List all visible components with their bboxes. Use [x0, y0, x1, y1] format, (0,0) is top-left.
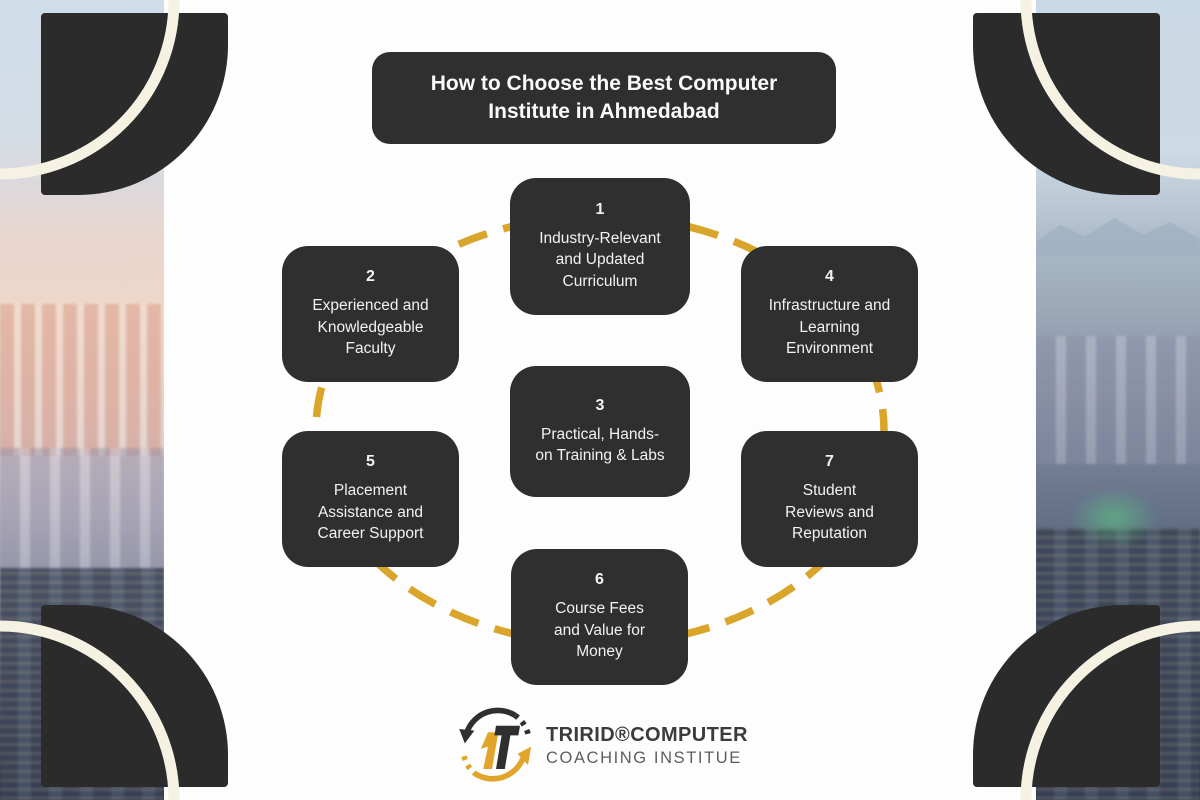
title-banner: How to Choose the Best Computer Institut… [372, 52, 836, 144]
step-card-4: 4 Infrastructure and Learning Environmen… [741, 246, 918, 382]
page-title: How to Choose the Best Computer Institut… [430, 71, 778, 123]
step-label: Student Reviews and Reputation [785, 482, 874, 543]
step-number: 5 [366, 453, 375, 471]
tririd-logo-icon [459, 707, 532, 782]
step-label: Industry-Relevant and Updated Curriculum [539, 229, 661, 290]
city-buildings-decor [0, 448, 164, 584]
step-card-6: 6 Course Fees and Value for Money [511, 549, 688, 685]
step-number: 6 [595, 571, 604, 589]
step-card-3: 3 Practical, Hands-on Training & Labs [510, 366, 690, 497]
logo-subtitle: COACHING INSTITUE [546, 749, 742, 767]
city-buildings-decor [0, 304, 164, 456]
step-number: 7 [825, 453, 834, 471]
step-number: 1 [595, 200, 605, 218]
step-number: 3 [595, 396, 605, 414]
step-label: Infrastructure and Learning Environment [768, 297, 891, 358]
step-label: Placement Assistance and Career Support [317, 482, 424, 543]
green-light-decor [1068, 488, 1159, 548]
step-card-2: 2 Experienced and Knowledgeable Faculty [282, 246, 459, 382]
logo-brand-name: TRIRID®COMPUTER [546, 724, 748, 746]
step-label: Practical, Hands-on Training & Labs [535, 425, 665, 464]
logo-text: TRIRID®COMPUTER COACHING INSTITUE [546, 724, 748, 768]
step-card-7: 7 Student Reviews and Reputation [741, 431, 918, 567]
city-buildings-decor [1036, 336, 1200, 464]
step-card-1: 1 Industry-Relevant and Updated Curricul… [510, 178, 690, 315]
step-label: Course Fees and Value for Money [553, 600, 646, 661]
mountains-decor [1036, 217, 1200, 256]
step-number: 4 [825, 268, 834, 286]
step-number: 2 [366, 268, 375, 286]
logo: TRIRID®COMPUTER COACHING INSTITUE [456, 705, 748, 785]
step-label: Experienced and Knowledgeable Faculty [312, 297, 429, 358]
step-card-5: 5 Placement Assistance and Career Suppor… [282, 431, 459, 567]
